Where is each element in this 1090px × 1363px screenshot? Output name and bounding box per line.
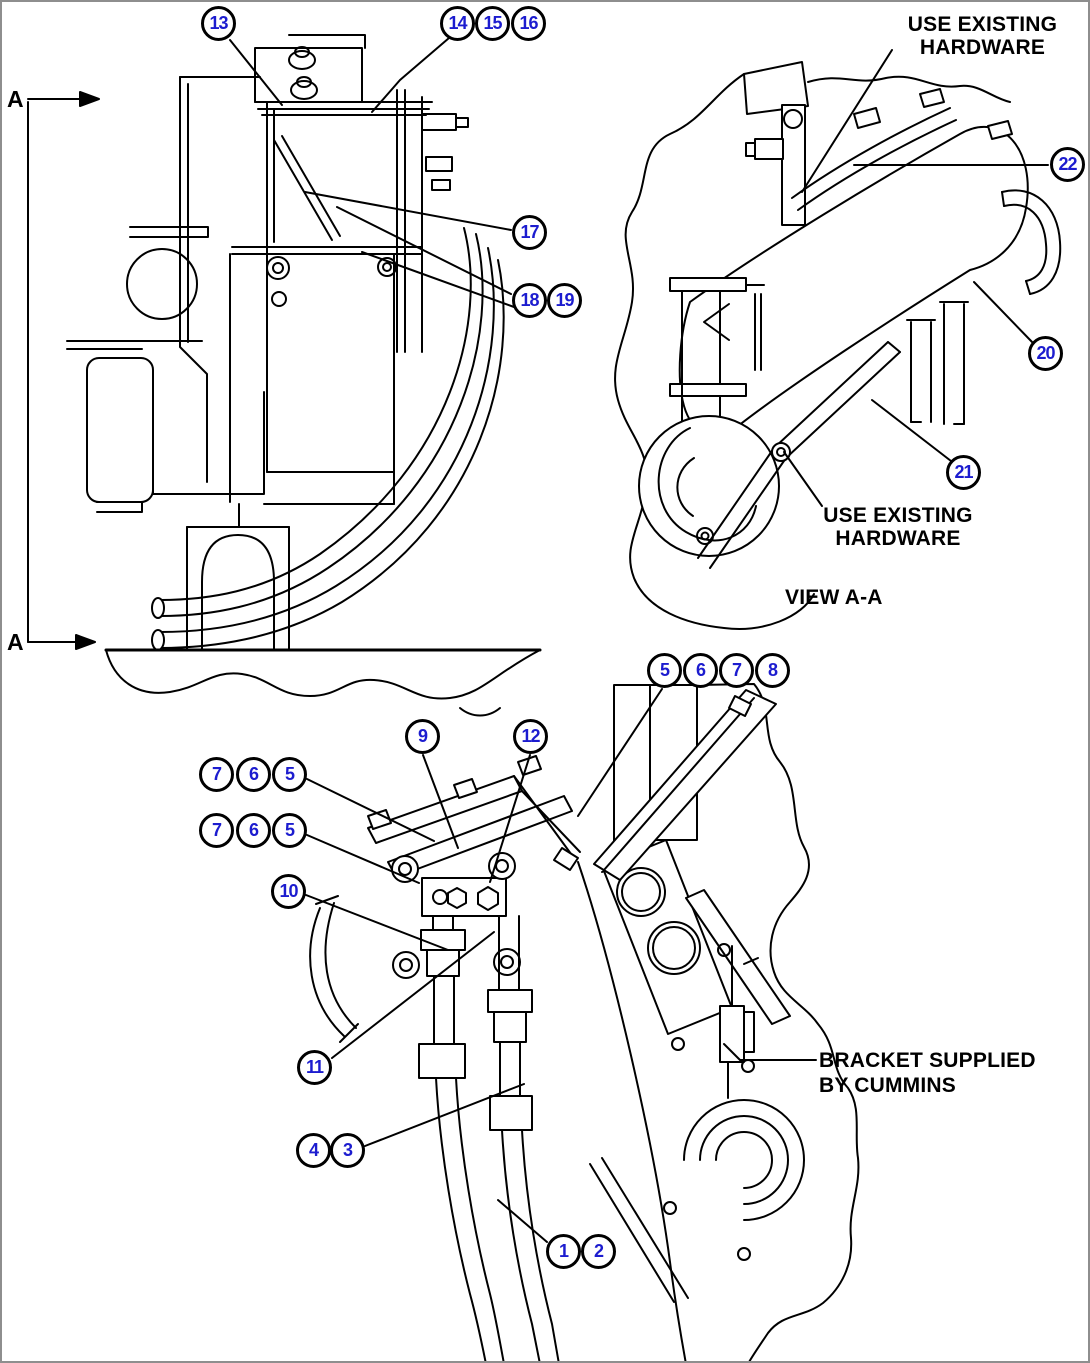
callout-21-9[interactable]: 21 (946, 455, 981, 490)
callout-1-26[interactable]: 1 (546, 1234, 581, 1269)
callout-6-11[interactable]: 6 (683, 653, 718, 688)
note-line: USE EXISTING (823, 504, 973, 527)
section-label-a-bottom: A (7, 629, 24, 655)
callout-6-20[interactable]: 6 (236, 813, 271, 848)
callout-5-18[interactable]: 5 (272, 757, 307, 792)
note-use-existing-hardware-top: USE EXISTING HARDWARE (895, 13, 1070, 59)
callout-9-14[interactable]: 9 (405, 719, 440, 754)
callout-12-15[interactable]: 12 (513, 719, 548, 754)
callout-20-8[interactable]: 20 (1028, 336, 1063, 371)
callout-3-25[interactable]: 3 (330, 1133, 365, 1168)
callout-14-1[interactable]: 14 (440, 6, 475, 41)
callout-5-10[interactable]: 5 (647, 653, 682, 688)
note-bracket-supplied-by-cummins: BRACKET SUPPLIED BY CUMMINS (819, 1048, 1036, 1098)
section-label-a-top: A (7, 86, 24, 112)
callout-10-22[interactable]: 10 (271, 874, 306, 909)
note-line: BY CUMMINS (819, 1074, 956, 1097)
side-view-artwork (66, 34, 542, 700)
bracket-view-artwork (305, 683, 860, 1361)
note-line: HARDWARE (919, 36, 1046, 59)
note-line: USE EXISTING (907, 13, 1058, 36)
callout-8-13[interactable]: 8 (755, 653, 790, 688)
section-line-a (27, 91, 100, 650)
note-use-existing-hardware-bottom: USE EXISTING HARDWARE (812, 504, 984, 550)
callout-19-6[interactable]: 19 (547, 283, 582, 318)
callout-15-2[interactable]: 15 (475, 6, 510, 41)
view-a-a-artwork (614, 49, 1062, 630)
view-a-a-label: VIEW A-A (785, 586, 883, 609)
callout-7-19[interactable]: 7 (199, 813, 234, 848)
callout-18-5[interactable]: 18 (512, 283, 547, 318)
callout-4-24[interactable]: 4 (296, 1133, 331, 1168)
callout-5-21[interactable]: 5 (272, 813, 307, 848)
callout-17-4[interactable]: 17 (512, 215, 547, 250)
callout-2-27[interactable]: 2 (581, 1234, 616, 1269)
callout-6-17[interactable]: 6 (236, 757, 271, 792)
callout-22-7[interactable]: 22 (1050, 147, 1085, 182)
callout-13-0[interactable]: 13 (201, 6, 236, 41)
note-line: HARDWARE (835, 527, 961, 550)
note-line: BRACKET SUPPLIED (819, 1049, 1036, 1072)
callout-7-12[interactable]: 7 (719, 653, 754, 688)
callout-7-16[interactable]: 7 (199, 757, 234, 792)
callout-16-3[interactable]: 16 (511, 6, 546, 41)
callout-11-23[interactable]: 11 (297, 1050, 332, 1085)
